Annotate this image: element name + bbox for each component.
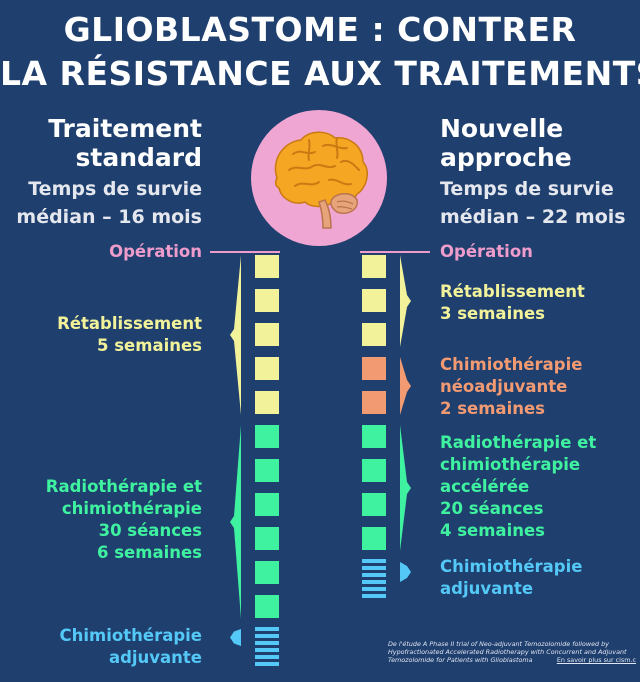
left-recovery-block (255, 391, 279, 414)
right-radio-block (362, 493, 386, 516)
left-adjuvant-stripe (255, 662, 279, 666)
left-radio-block (255, 561, 279, 584)
right-radio-block (362, 459, 386, 482)
operation-line-left (210, 251, 280, 253)
left-radio-bracket (230, 425, 241, 619)
right-adjuvant-bracket (400, 562, 411, 582)
right-recovery-label: Rétablissement 3 semaines (440, 282, 585, 323)
new-approach-heading: Nouvelle approche (440, 114, 572, 172)
right-adjuvant-stripe (362, 580, 386, 584)
left-adjuvant-label: Chimiothérapie adjuvante (59, 626, 202, 667)
right-recovery-bracket (400, 255, 411, 347)
left-adjuvant-stripe (255, 627, 279, 631)
title-line-1: GLIOBLASTOME : CONTRER (63, 10, 577, 49)
left-recovery-block (255, 255, 279, 278)
left-recovery-block (255, 289, 279, 312)
right-recovery-block (362, 255, 386, 278)
standard-survival-text: Temps de survie médian – 16 mois (16, 178, 202, 228)
right-neoadjuvant-block (362, 357, 386, 380)
title-line-2: LA RÉSISTANCE AUX TRAITEMENTS (0, 54, 640, 93)
left-radio-block (255, 425, 279, 448)
left-recovery-bracket (230, 255, 241, 415)
right-adjuvant-label: Chimiothérapie adjuvante (440, 557, 583, 598)
left-radio-block (255, 459, 279, 482)
right-adjuvant-stripe (362, 559, 386, 563)
right-radio-label: Radiothérapie et chimiothérapie accéléré… (440, 433, 597, 540)
right-adjuvant-stripe (362, 594, 386, 598)
operation-line-right (360, 251, 430, 253)
left-radio-block (255, 493, 279, 516)
right-radio-bracket (400, 425, 411, 551)
right-adjuvant-stripe (362, 587, 386, 591)
left-recovery-label: Rétablissement 5 semaines (57, 314, 202, 355)
page-title: GLIOBLASTOME : CONTRER LA RÉSISTANCE AUX… (0, 8, 640, 96)
right-neoadjuvant-block (362, 391, 386, 414)
right-recovery-block (362, 323, 386, 346)
left-adjuvant-stripe (255, 641, 279, 645)
right-neoadjuvant-label: Chimiothérapie néoadjuvante 2 semaines (440, 355, 583, 418)
new-approach-survival-text: Temps de survie médian – 22 mois (440, 178, 626, 228)
left-adjuvant-stripe (255, 634, 279, 638)
learn-more-link[interactable]: En savoir plus sur cism.c (556, 656, 636, 664)
standard-treatment-heading: Traitement standard (48, 114, 202, 172)
left-adjuvant-stripe (255, 655, 279, 659)
left-radio-block (255, 527, 279, 550)
brain-icon (251, 110, 387, 246)
left-radio-block (255, 595, 279, 618)
right-radio-block (362, 425, 386, 448)
left-recovery-block (255, 357, 279, 380)
study-footnote: De l'étude A Phase II trial of Neo-adjuv… (388, 640, 636, 664)
left-radio-label: Radiothérapie et chimiothérapie 30 séanc… (45, 477, 202, 562)
right-neoadjuvant-bracket (400, 357, 411, 415)
left-adjuvant-stripe (255, 648, 279, 652)
right-operation-label: Opération (440, 242, 533, 261)
left-adjuvant-bracket (230, 629, 241, 646)
right-adjuvant-stripe (362, 566, 386, 570)
right-recovery-block (362, 289, 386, 312)
right-adjuvant-stripe (362, 573, 386, 577)
left-operation-label: Opération (109, 242, 202, 261)
right-radio-block (362, 527, 386, 550)
left-recovery-block (255, 323, 279, 346)
